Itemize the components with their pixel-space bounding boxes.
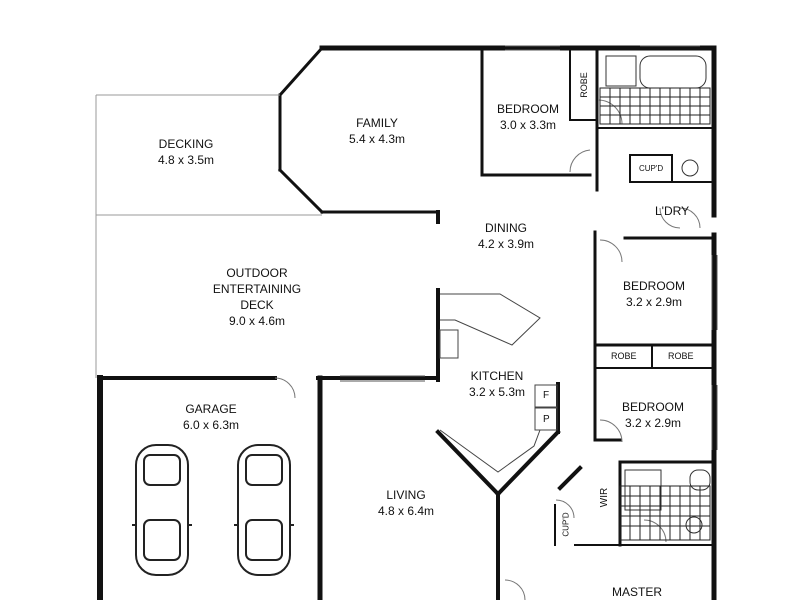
fixture-label-robe-top: ROBE bbox=[578, 72, 589, 98]
room-size: 3.0 x 3.3m bbox=[499, 118, 557, 132]
fixture-label-robe-left: ROBE bbox=[611, 351, 637, 361]
room-size: 3.2 x 2.9m bbox=[624, 416, 682, 430]
room-label-bedroom-1: BEDROOM 3.0 x 3.3m bbox=[497, 101, 559, 133]
car-icon-2 bbox=[234, 444, 294, 576]
room-name: BEDROOM bbox=[496, 102, 560, 116]
fixture-label-fridge: F bbox=[543, 390, 550, 401]
room-label-bedroom-3: BEDROOM 3.2 x 2.9m bbox=[622, 399, 684, 431]
room-size: 4.8 x 3.5m bbox=[157, 153, 215, 167]
door-swings bbox=[274, 99, 701, 600]
room-size: 5.4 x 4.3m bbox=[348, 132, 406, 146]
room-size: 9.0 x 4.6m bbox=[228, 314, 286, 328]
room-name: MASTER bbox=[611, 585, 663, 599]
room-name-line-1: OUTDOOR bbox=[226, 266, 288, 280]
room-name: LIVING bbox=[386, 488, 426, 502]
fixture-label-laundry: L'DRY bbox=[655, 204, 690, 218]
room-name: FAMILY bbox=[356, 116, 398, 130]
room-size: 4.8 x 6.4m bbox=[377, 504, 435, 518]
exterior-walls bbox=[97, 45, 717, 600]
room-label-outdoor-deck: OUTDOOR ENTERTAINING DECK 9.0 x 4.6m bbox=[213, 265, 301, 329]
room-label-master: MASTER bbox=[612, 584, 662, 600]
room-size: 6.0 x 6.3m bbox=[182, 418, 240, 432]
room-label-decking: DECKING 4.8 x 3.5m bbox=[158, 136, 214, 168]
room-name: DECKING bbox=[158, 137, 214, 151]
room-label-dining: DINING 4.2 x 3.9m bbox=[478, 220, 534, 252]
room-name-line-2: ENTERTAINING bbox=[212, 282, 302, 296]
room-size: 3.2 x 2.9m bbox=[625, 295, 683, 309]
room-name-line-3: DECK bbox=[240, 298, 274, 312]
room-name: KITCHEN bbox=[470, 369, 524, 383]
fixture-label-cupd-laundry: CUP'D bbox=[639, 164, 664, 173]
room-name: BEDROOM bbox=[622, 279, 686, 293]
room-label-living: LIVING 4.8 x 6.4m bbox=[378, 487, 434, 519]
fixture-label-pantry: P bbox=[543, 414, 550, 425]
room-name: BEDROOM bbox=[621, 400, 685, 414]
windows bbox=[340, 45, 718, 450]
bathroom-tiles bbox=[599, 87, 711, 541]
kitchen-bench bbox=[439, 293, 558, 473]
room-label-kitchen: KITCHEN 3.2 x 5.3m bbox=[469, 368, 525, 400]
room-label-garage: GARAGE 6.0 x 6.3m bbox=[183, 401, 239, 433]
deck-outlines bbox=[95, 94, 322, 378]
room-size: 4.2 x 3.9m bbox=[477, 237, 535, 251]
fixture-label-cupd-master: CUP'D bbox=[561, 512, 571, 537]
room-name: DINING bbox=[485, 221, 527, 235]
room-label-family: FAMILY 5.4 x 4.3m bbox=[349, 115, 405, 147]
room-size: 3.2 x 5.3m bbox=[468, 385, 526, 399]
room-label-bedroom-2: BEDROOM 3.2 x 2.9m bbox=[623, 278, 685, 310]
fixture-label-wir: WIR bbox=[599, 487, 611, 508]
car-icon bbox=[132, 444, 192, 576]
room-name: GARAGE bbox=[185, 402, 237, 416]
fixture-label-robe-right: ROBE bbox=[668, 351, 694, 361]
